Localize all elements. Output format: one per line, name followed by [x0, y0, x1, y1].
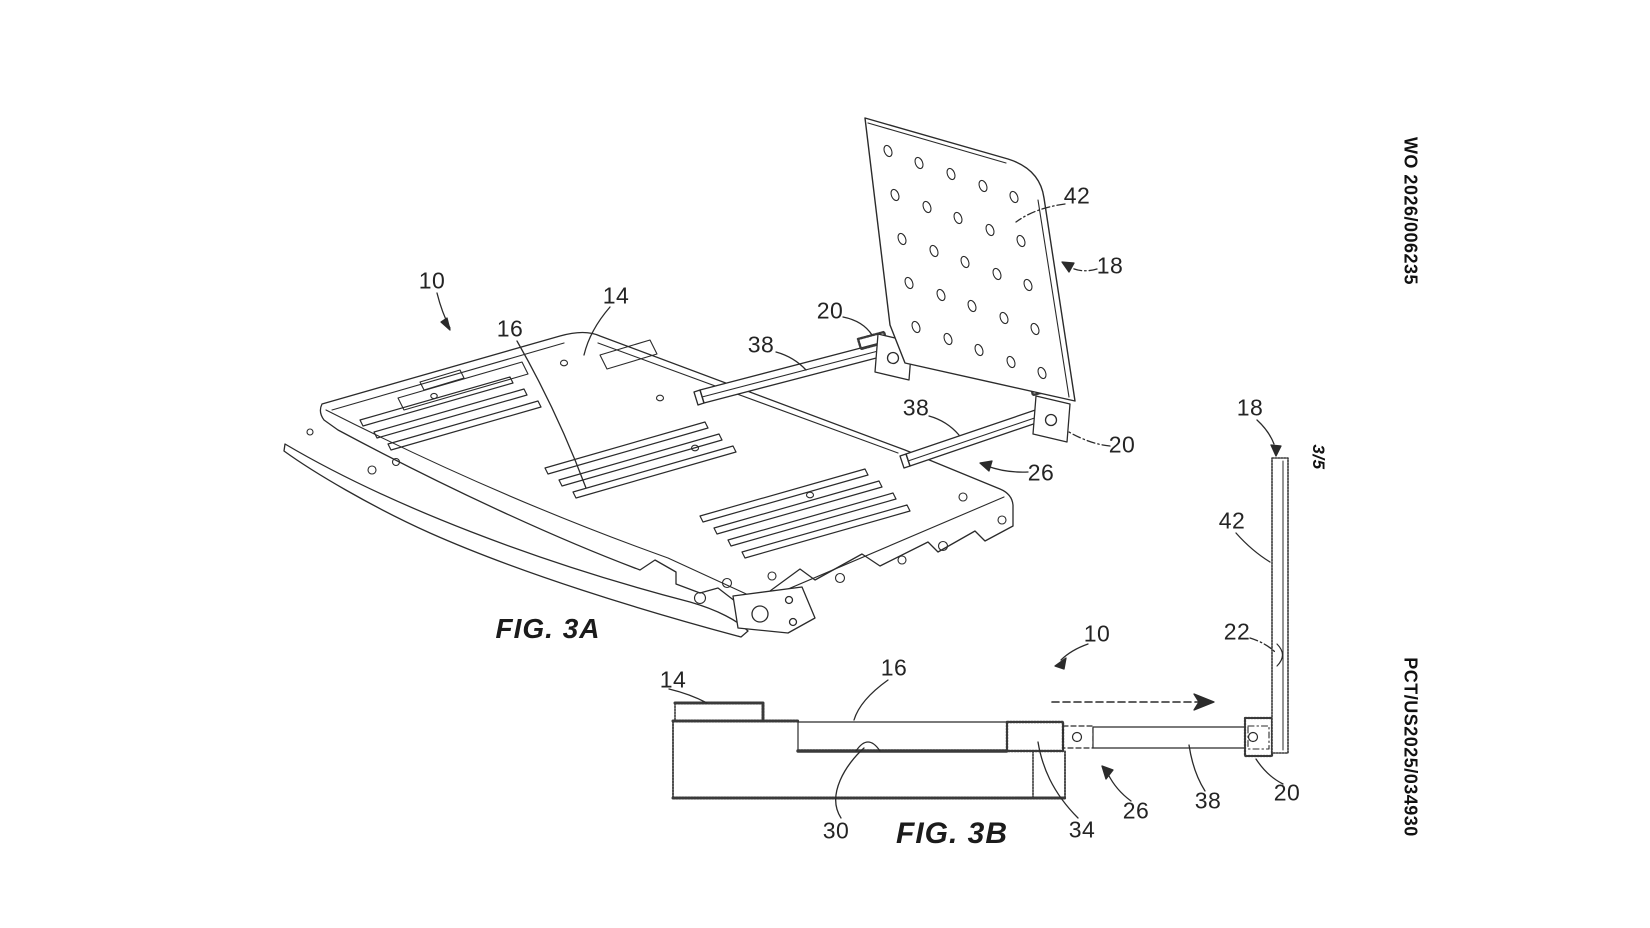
- pivot-brace: [1276, 643, 1284, 667]
- fig3a-drawing: [283, 117, 1111, 638]
- fig3b-upright-panel: [1271, 457, 1289, 754]
- application-number: PCT/US2025/034930: [1400, 657, 1421, 837]
- fig3a-ref-20-lower: 20: [1108, 431, 1136, 458]
- fig3b-ref-38: 38: [1194, 787, 1222, 814]
- fig3b-direction-arrow: [1051, 693, 1215, 711]
- fig3a-bottom-bracket: [732, 586, 816, 634]
- fig3a-ref-10: 10: [418, 267, 446, 294]
- fig3b-ref-22: 22: [1223, 618, 1251, 645]
- fig3b-ref-10: 10: [1083, 620, 1111, 647]
- fig3b-latch-bracket: [1005, 720, 1094, 753]
- fig3a-ref-14: 14: [602, 282, 630, 309]
- fig3b-ref-34: 34: [1068, 816, 1096, 843]
- panel-holes: [883, 144, 1047, 380]
- fig3a-ref-38-upper: 38: [747, 331, 775, 358]
- fig3b-ref-42: 42: [1218, 507, 1246, 534]
- fig3b-leaders: [668, 419, 1284, 819]
- fig3a-ref-38-lower: 38: [902, 394, 930, 421]
- publication-number: WO 2026/006235: [1400, 136, 1421, 286]
- fig3b-rail: [1092, 726, 1246, 749]
- arrowhead: [979, 460, 993, 472]
- sheet-indicator: 3/5: [1309, 444, 1328, 470]
- fig3a-ref-20-upper: 20: [816, 297, 844, 324]
- fig3b-drawing: [668, 419, 1289, 819]
- fig3b-ref-18: 18: [1236, 394, 1264, 421]
- arrowhead: [440, 317, 451, 331]
- fig3a-leaders: [436, 203, 1111, 489]
- fig3b-ref-14: 14: [659, 666, 687, 693]
- arrowhead: [1101, 765, 1114, 780]
- fig3b-caption: FIG. 3B: [895, 817, 1009, 850]
- arrowhead: [1061, 261, 1075, 273]
- arrowhead: [1270, 444, 1282, 457]
- fig3b-ref-26: 26: [1122, 797, 1150, 824]
- fig3b-base-block: [671, 701, 1067, 800]
- fig3a-upper-rail: [693, 330, 889, 406]
- fig3b-ref-20: 20: [1273, 779, 1301, 806]
- fig3a-lower-bracket: [1032, 395, 1071, 443]
- fig3b-ref-30: 30: [822, 817, 850, 844]
- fig3a-back-panel: [864, 117, 1076, 402]
- fig3a-ref-42: 42: [1063, 182, 1091, 209]
- fig3a-ref-18: 18: [1096, 252, 1124, 279]
- fig3a-ref-16: 16: [496, 315, 524, 342]
- fig3b-ref-16: 16: [880, 654, 908, 681]
- fig3a-front-blade: [283, 443, 749, 638]
- fig3a-ref-26: 26: [1027, 459, 1055, 486]
- arrowhead: [1054, 657, 1067, 670]
- fig3a-caption: FIG. 3A: [495, 613, 601, 644]
- fig3b-end-bracket: [1243, 716, 1274, 758]
